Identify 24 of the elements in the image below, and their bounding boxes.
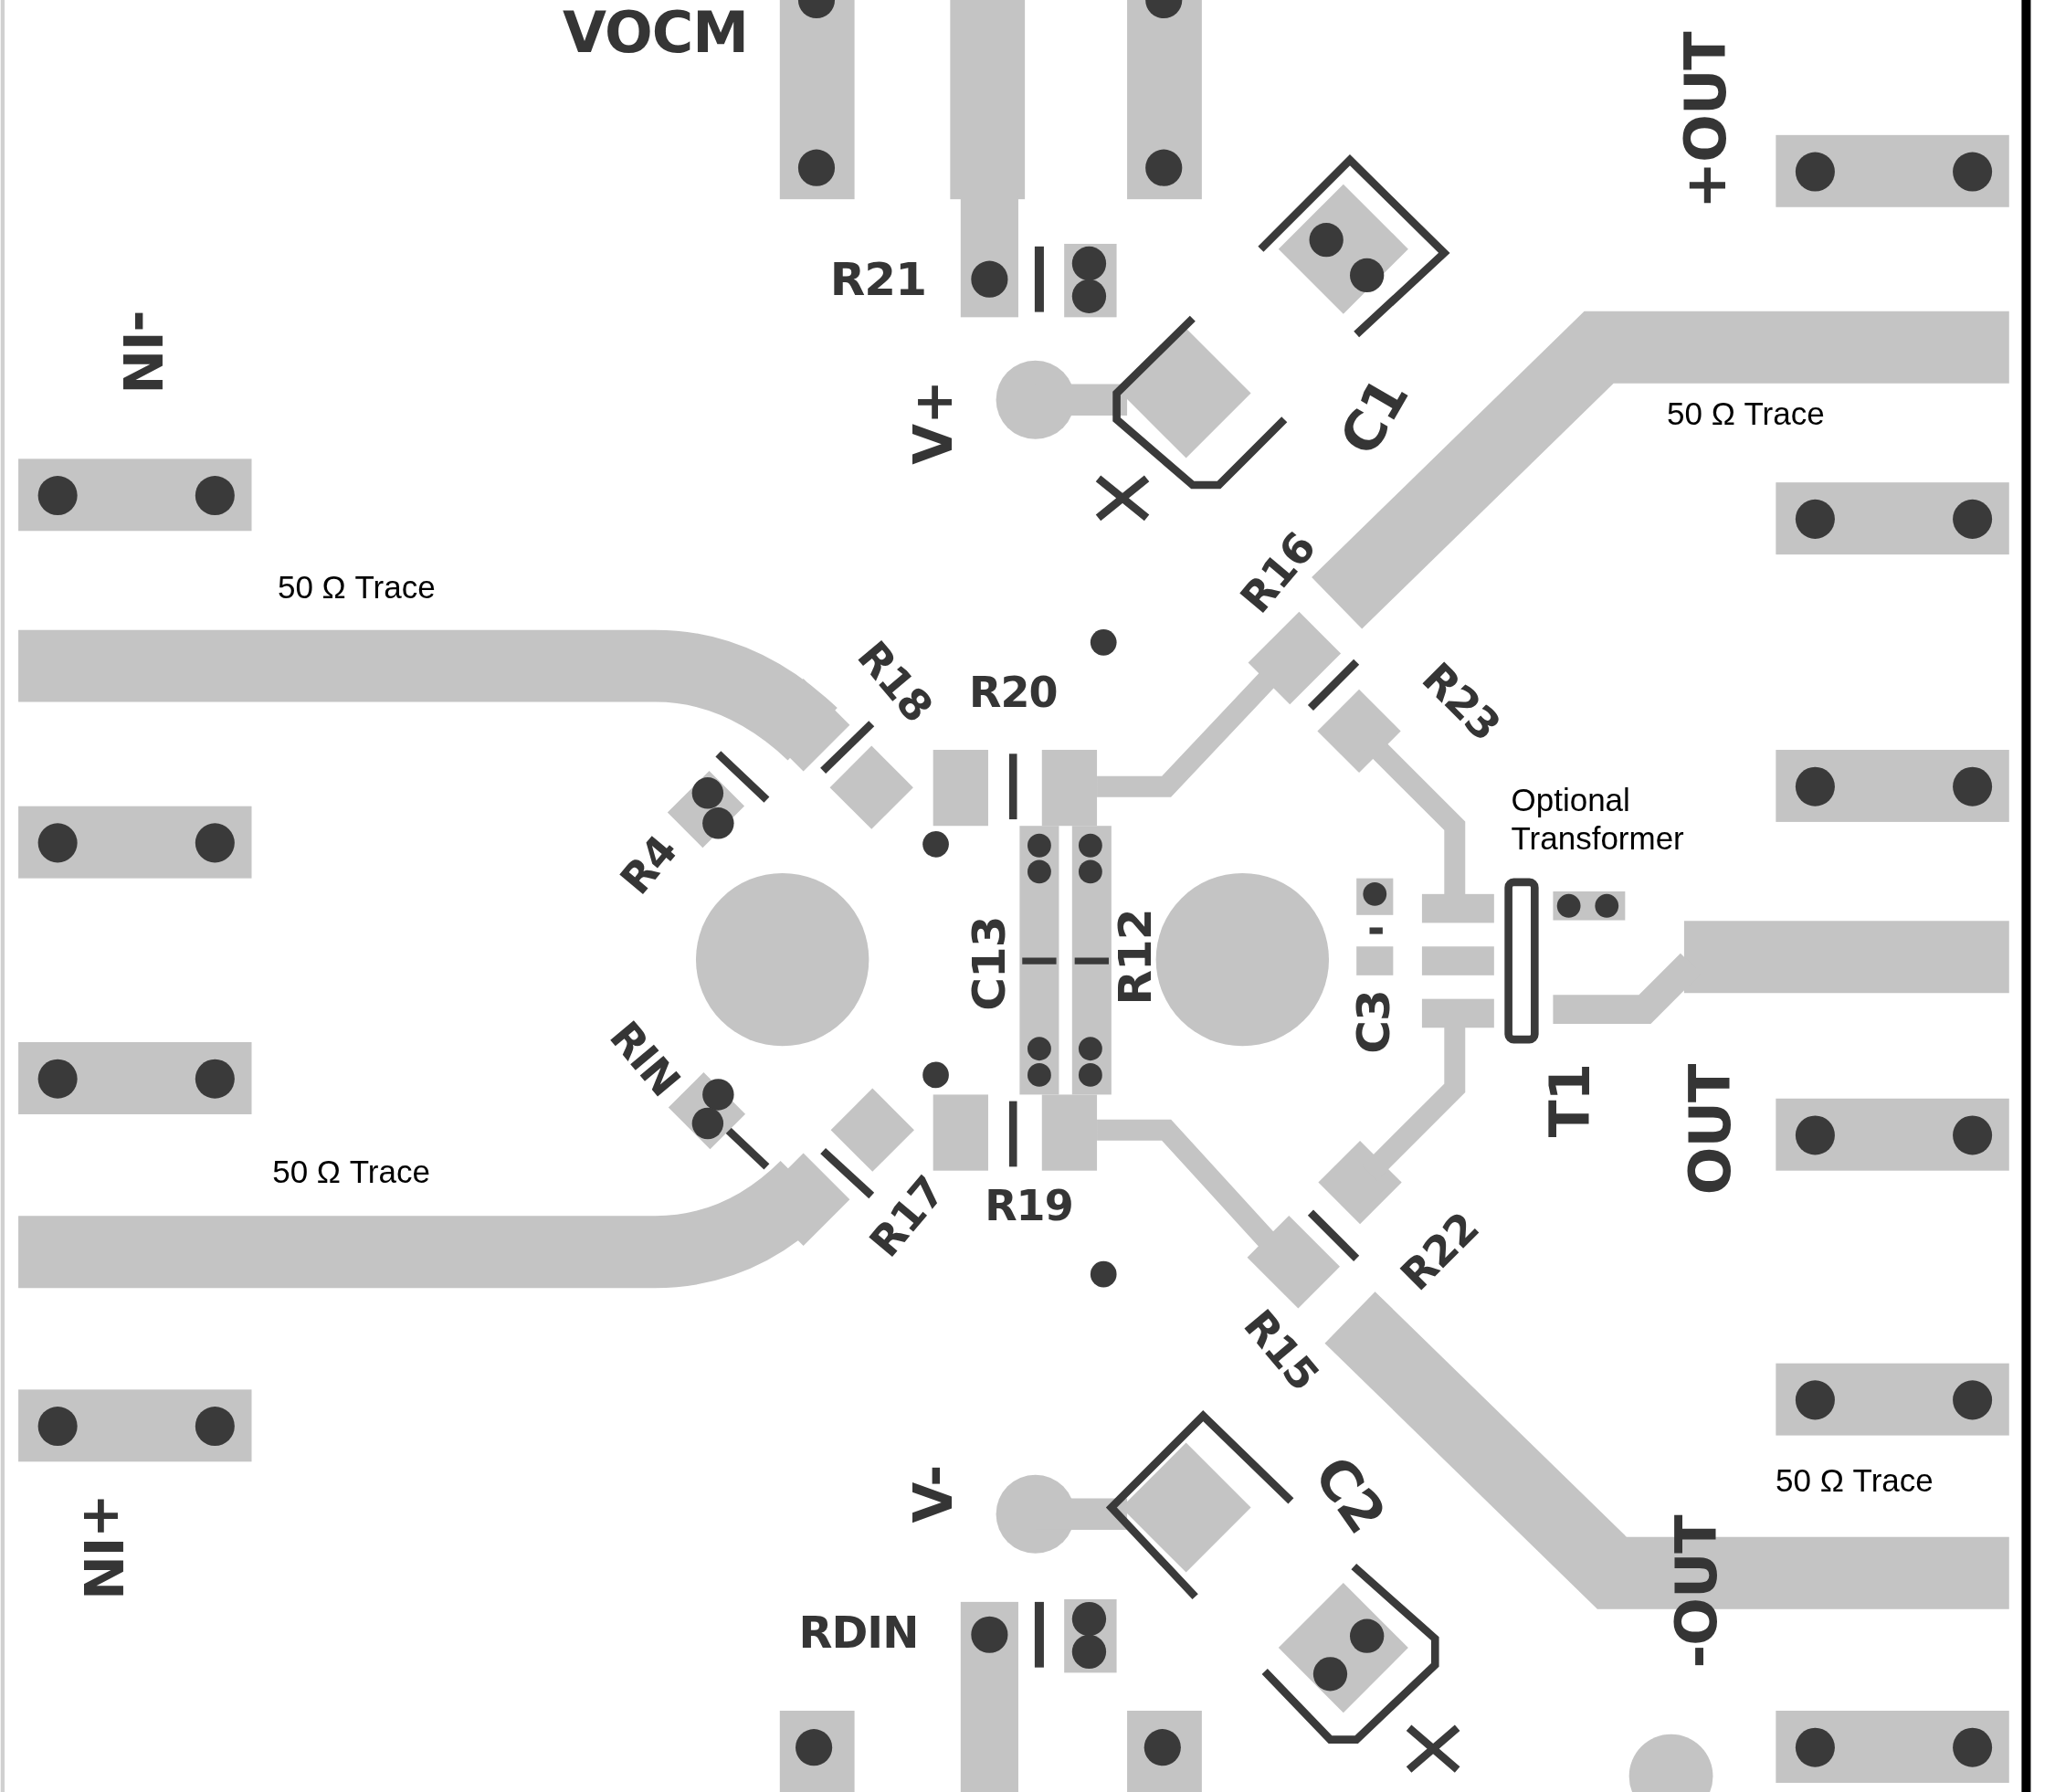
annotation-text: 50 Ω Trace bbox=[272, 1152, 430, 1191]
silkscreen-label: -IN bbox=[114, 309, 168, 394]
silkscreen-label: OUT bbox=[1681, 1064, 1739, 1196]
silkscreen-label: C13 bbox=[966, 916, 1013, 1011]
silkscreen-label: C3 bbox=[1350, 990, 1396, 1054]
annotation-text: 50 Ω Trace bbox=[1667, 395, 1825, 434]
annotation-text: 50 Ω Trace bbox=[277, 567, 436, 606]
silkscreen-label: R21 bbox=[829, 256, 926, 302]
silkscreen-label: -OUT bbox=[1669, 1515, 1726, 1669]
silkscreen-label: R19 bbox=[985, 1185, 1073, 1228]
silkscreen-label: +IN bbox=[75, 1493, 129, 1600]
annotation-text: 50 Ω Trace bbox=[1776, 1461, 1934, 1501]
silkscreen-label: V- bbox=[906, 1465, 960, 1523]
silkscreen-label: R4 bbox=[613, 828, 684, 901]
annotation-text: Optional Transformer bbox=[1511, 780, 1685, 858]
silkscreen-label: RDIN bbox=[798, 1609, 919, 1654]
silkscreen-label: V+ bbox=[906, 381, 960, 466]
silkscreen-label: R12 bbox=[1112, 908, 1158, 1006]
silkscreen-label: T1 bbox=[1543, 1064, 1598, 1138]
silkscreen-label: VOCM bbox=[563, 4, 748, 61]
silkscreen-label: C1 bbox=[1330, 370, 1417, 464]
silkscreen-label: +OUT bbox=[1678, 32, 1735, 209]
silkscreen-label: C2 bbox=[1305, 1447, 1395, 1542]
silkscreen-label: R20 bbox=[969, 670, 1058, 713]
